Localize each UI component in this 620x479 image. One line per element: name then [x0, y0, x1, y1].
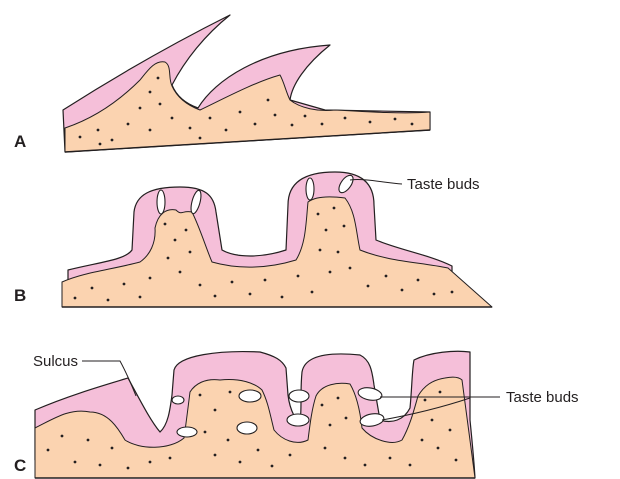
panel-c-taste-bud [289, 390, 309, 402]
panel-c-taste-bud [237, 422, 257, 434]
panel-c: Sulcus Taste buds C [14, 351, 579, 478]
panel-b-taste-bud [306, 178, 314, 200]
panel-c-taste-bud [287, 414, 309, 426]
panel-b-label: B [14, 286, 26, 305]
panel-c-taste-bud [172, 396, 184, 404]
panel-b: Taste buds B [14, 172, 492, 307]
panel-b-connective-tissue [62, 197, 492, 307]
panel-b-taste-buds-label: Taste buds [407, 176, 480, 193]
panel-a-label: A [14, 132, 26, 151]
panel-b-taste-bud [157, 190, 165, 214]
panel-c-label: C [14, 456, 26, 475]
panel-c-taste-bud [177, 427, 197, 437]
panel-c-taste-bud [239, 390, 261, 402]
panel-c-sulcus-label: Sulcus [33, 353, 78, 370]
panel-a: A [14, 15, 430, 152]
panel-c-taste-buds-label: Taste buds [506, 389, 579, 406]
